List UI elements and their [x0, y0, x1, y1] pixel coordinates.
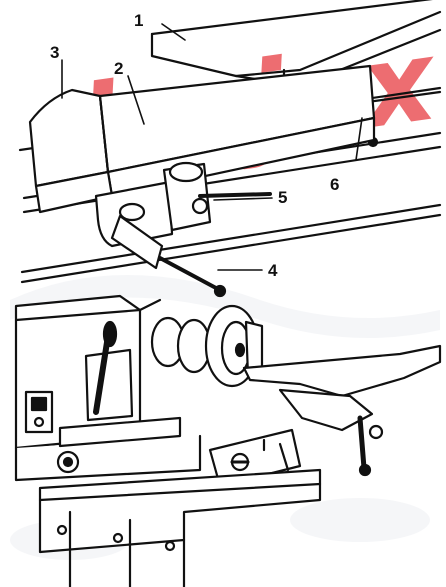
callout-3: 3	[50, 43, 59, 62]
leader-lines	[61, 23, 363, 271]
upper-detail	[18, 0, 442, 298]
small-knob	[56, 450, 80, 474]
callout-labels: 1 2 3 4 5 6	[50, 11, 339, 280]
lower-detail	[14, 294, 442, 587]
switch-panel	[24, 390, 54, 434]
callout-6: 6	[330, 175, 339, 194]
machine-base	[38, 468, 322, 587]
vise-body	[28, 64, 376, 214]
callout-5: 5	[278, 188, 287, 207]
swivel-handle	[110, 202, 227, 298]
callout-2: 2	[114, 59, 123, 78]
callout-4: 4	[268, 261, 278, 280]
housing-lever	[84, 320, 134, 422]
spindle-assembly	[150, 304, 264, 388]
cross-slide	[208, 428, 302, 488]
tool-rest	[242, 344, 442, 477]
callout-1: 1	[134, 11, 143, 30]
